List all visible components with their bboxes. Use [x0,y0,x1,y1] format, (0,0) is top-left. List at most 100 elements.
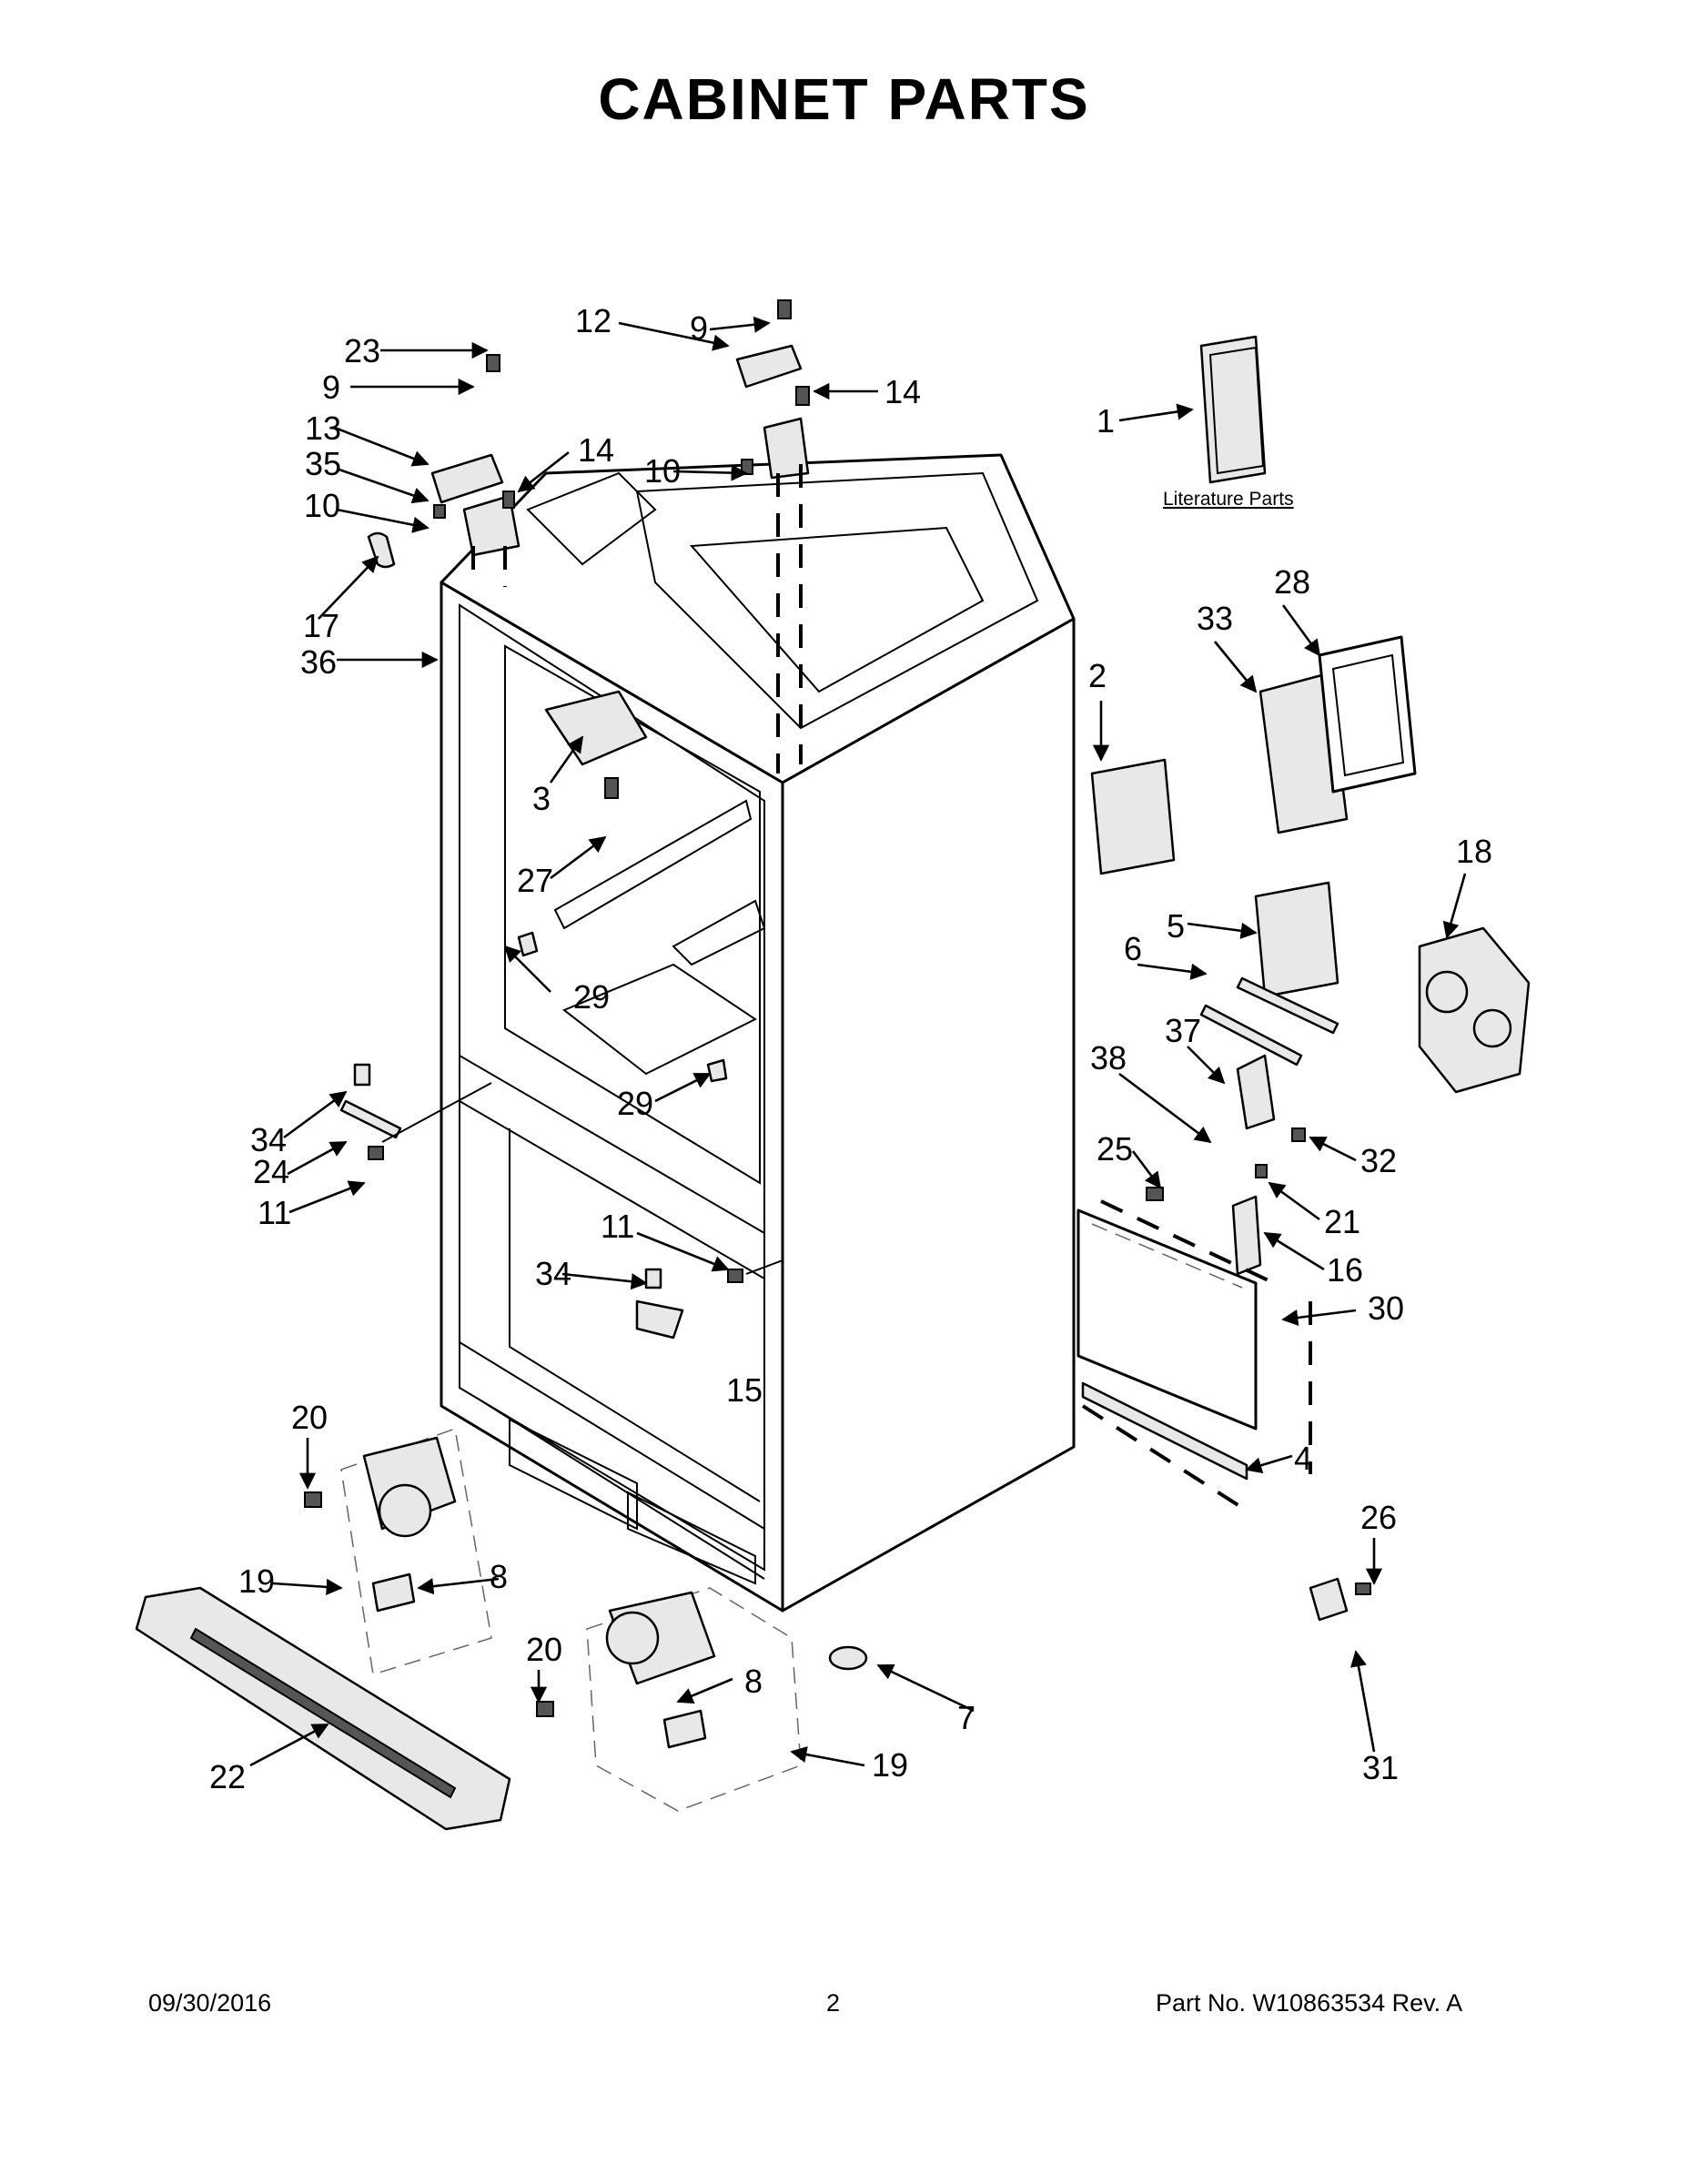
callout-35: 35 [305,445,341,482]
leader-arrow [618,321,730,351]
literature-parts-booklet [1199,335,1267,484]
leader-arrow [1281,1309,1357,1326]
water-valve [1418,926,1531,1094]
callout-31: 31 [1362,1749,1399,1786]
leader-arrow [1263,1231,1325,1271]
callout-18: 18 [1456,833,1492,870]
callout-14b: 14 [884,373,921,410]
callout-25: 25 [1097,1130,1133,1168]
callout-26: 26 [1360,1499,1397,1536]
callout-32: 32 [1360,1142,1397,1179]
leader-arrow [636,1231,730,1272]
leader-arrow [561,1272,648,1290]
leader-arrow [287,1140,348,1176]
callout-3: 3 [532,780,551,817]
callout-1: 1 [1097,402,1115,440]
callout-10a: 10 [304,487,340,524]
leader-arrow [334,426,430,467]
callout-15: 15 [726,1371,763,1409]
callout-20a: 20 [291,1399,328,1436]
leader-arrow [1245,1454,1293,1474]
callout-12: 12 [575,302,612,339]
callout-13: 13 [305,410,341,447]
callout-11b: 11 [601,1208,634,1245]
leader-arrow [1131,1150,1162,1189]
leader-arrow [709,316,771,333]
leader-arrow [1281,604,1321,657]
base-grille-22 [135,1586,511,1831]
leader-arrow [318,555,379,620]
callout-6: 6 [1124,930,1142,967]
callout-21: 21 [1324,1203,1360,1240]
refrigerator-cabinet [440,453,1076,1613]
cover-16 [1231,1195,1262,1276]
page-title: CABINET PARTS [598,66,1090,132]
leader-arrow [1118,403,1194,422]
footer-part-number: Part No. W10863534 Rev. A [1156,1989,1463,2017]
leader-arrow [1187,1046,1226,1085]
callout-labels: 1 Literature Parts 2 3 4 5 6 7 8 8 9 9 1… [209,302,1492,1795]
callout-34a: 34 [250,1121,287,1158]
leader-arrow [503,945,551,993]
callout-19b: 19 [872,1746,908,1784]
bracket-37 [1236,1054,1306,1178]
callout-30: 30 [1368,1289,1404,1327]
leader-arrow [676,1677,733,1704]
leader-arrow [288,1180,366,1214]
callout-38: 38 [1090,1039,1127,1077]
callout-2: 2 [1088,657,1107,694]
top-hinge-left [367,354,521,569]
control-board-2 [1090,758,1176,875]
access-panel-30 [1076,1187,1312,1512]
callout-37: 37 [1165,1012,1201,1049]
hinge-dashes [471,464,803,774]
callout-29a: 29 [573,978,610,1016]
leader-arrow [249,1723,329,1767]
leader-arrow [1213,641,1258,693]
leader-arrow [550,835,607,880]
leader-arrow [336,508,430,533]
callout-27: 27 [517,862,553,899]
leader-arrow [1268,1181,1320,1221]
callout-33: 33 [1197,600,1233,637]
tubing-clip-31 [1309,1577,1371,1622]
leader-arrow [517,450,570,493]
leader-arrow [672,464,748,481]
footer-date: 09/30/2016 [148,1989,272,2017]
footer-page-number: 2 [826,1989,841,2017]
callout-5: 5 [1167,907,1185,945]
leader-arrow [283,1090,348,1139]
callout-4: 4 [1294,1440,1312,1477]
callout-8a: 8 [490,1558,508,1595]
callout-8b: 8 [744,1663,763,1700]
literature-parts-label: Literature Parts [1163,489,1294,510]
leader-arrow [790,1746,865,1767]
callout-34b: 34 [535,1255,571,1292]
leader-arrow [1187,922,1258,939]
callout-24: 24 [253,1153,289,1190]
callout-10b: 10 [644,452,681,490]
callout-11a: 11 [258,1194,291,1231]
callout-17: 17 [303,607,339,644]
board-covers-33-28 [1258,635,1417,834]
leader-arrow [1349,1650,1376,1753]
top-hinge-right [735,299,810,480]
callout-9b: 9 [690,309,708,347]
callout-leaders [249,316,1467,1767]
leader-arrow [1309,1136,1357,1162]
callout-23: 23 [344,332,380,369]
interior-hardware [339,777,783,1340]
callout-20b: 20 [526,1631,562,1668]
leader-arrow [549,735,584,784]
leader-arrow [336,467,430,504]
roller-assembly-left [304,1427,492,1675]
leader-arrow [654,1072,712,1103]
callout-29b: 29 [617,1085,653,1122]
control-board-5 [1254,881,1339,998]
callout-7: 7 [957,1699,975,1736]
callout-28: 28 [1274,563,1310,601]
grommet-7 [828,1645,868,1671]
strips-6 [1199,976,1339,1067]
roller-assembly-right [536,1587,802,1812]
